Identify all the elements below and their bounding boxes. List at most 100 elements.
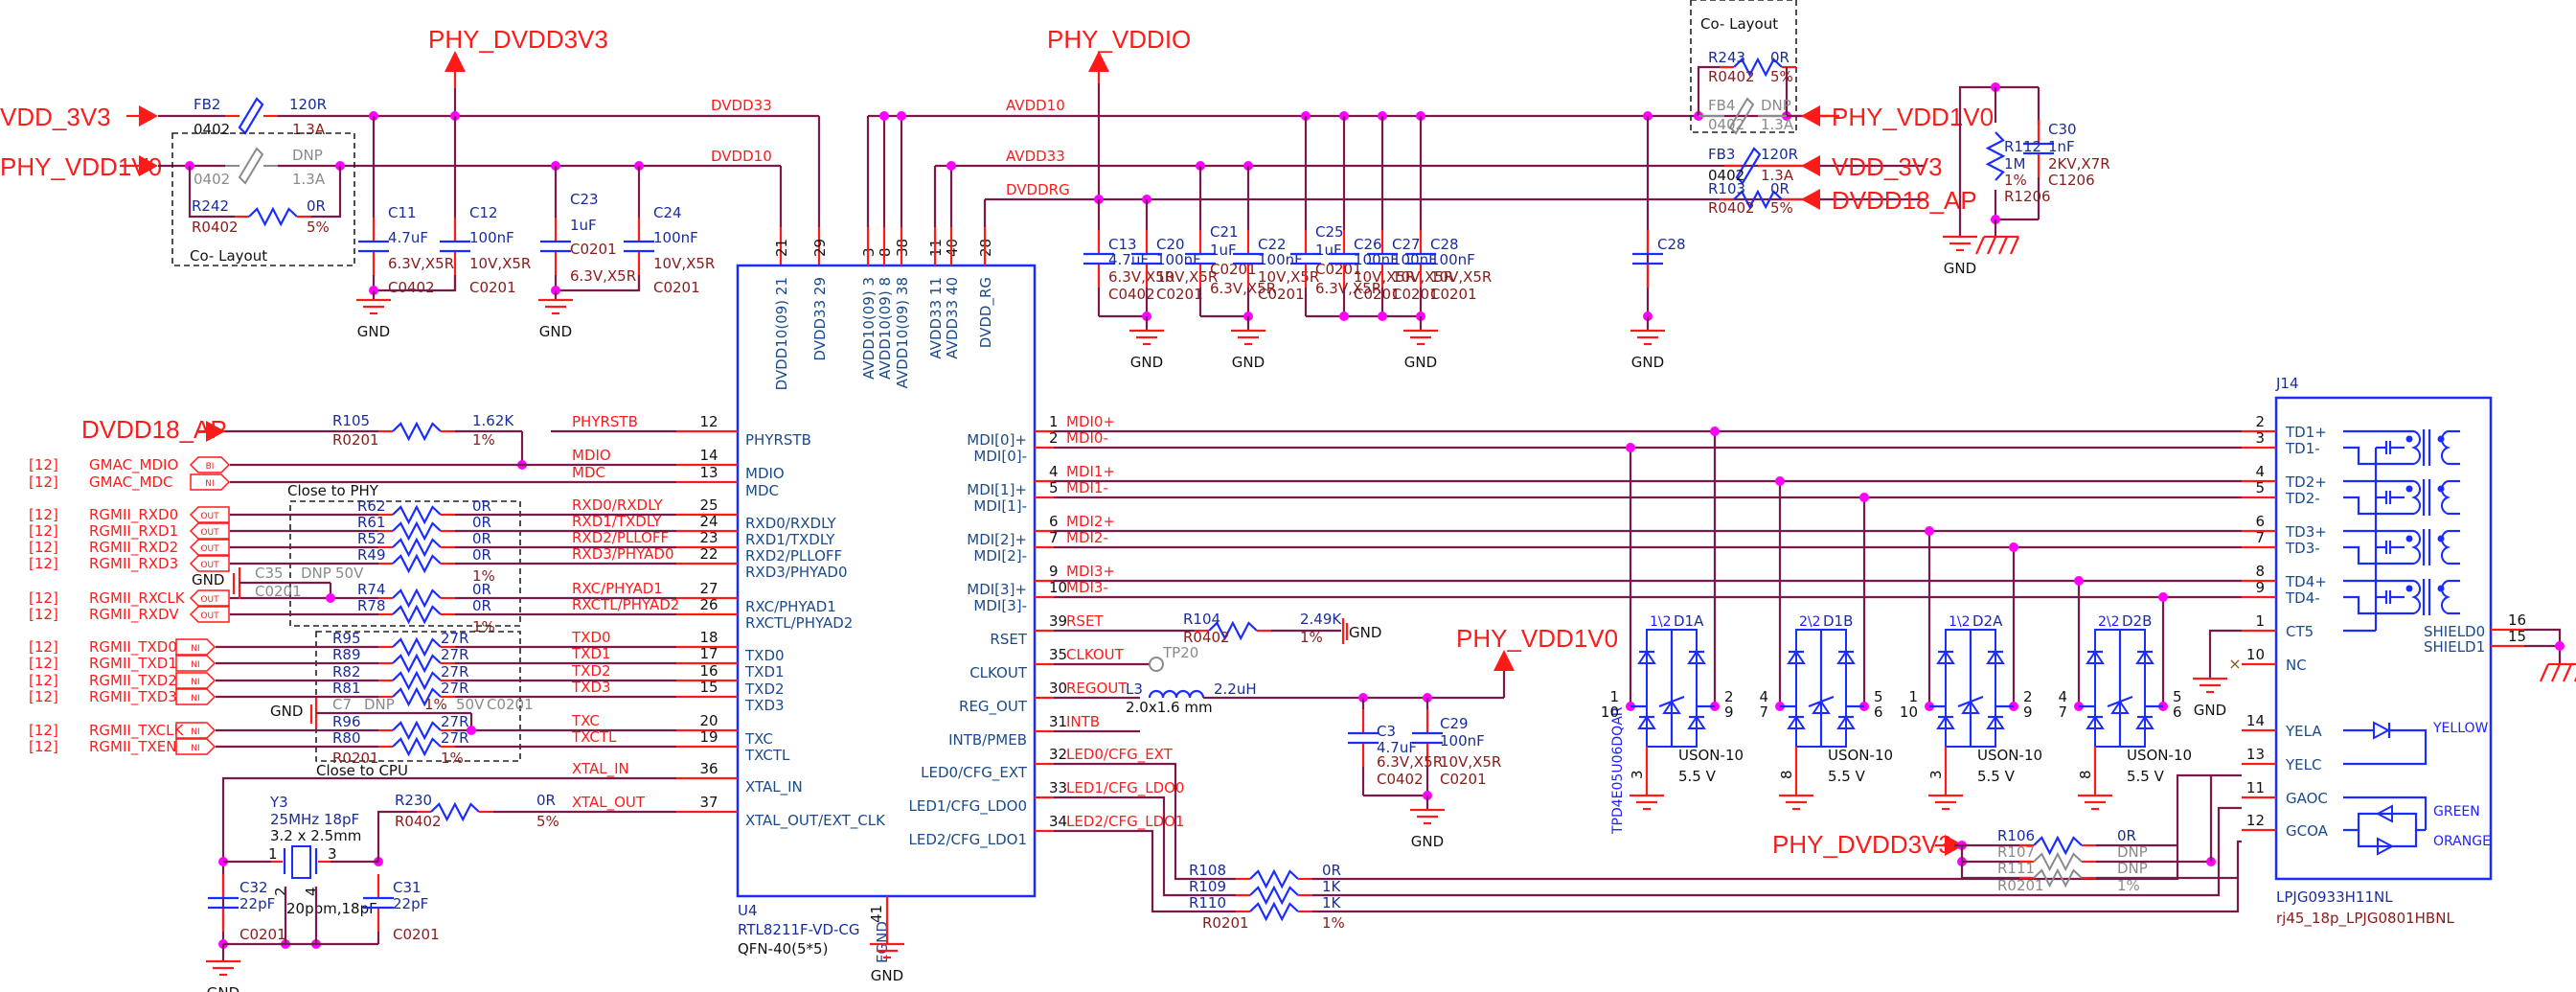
led-green-icon [2375, 804, 2393, 823]
signal-name: RGMII_TXD0 [89, 638, 177, 657]
r105-tol: 1% [472, 431, 495, 449]
left-net-label: MDIO [572, 447, 611, 464]
ground-icon: GND [870, 942, 904, 984]
c30-pkg: C1206 [2048, 172, 2095, 189]
rj45-body [2274, 396, 2493, 881]
r105-pkg: R0201 [332, 431, 379, 449]
capacitor-symbol [1290, 230, 1321, 288]
left-net-label: PHYRSTB [572, 413, 638, 430]
net-label-phy-dvdd3v3-bottom: PHY_DVDD3V3 [1772, 830, 1952, 859]
r103-symbol [1720, 189, 1796, 210]
tx-pin-name: TXCTL [744, 747, 790, 764]
ground-icon: GND [1231, 329, 1265, 371]
l3-value: 2.2uH [1214, 681, 1257, 698]
rx-resistor-value: 0R [472, 497, 491, 515]
wire [2107, 695, 2133, 708]
wire [1312, 773, 2242, 881]
tx-resistor-value: 27R [441, 646, 469, 663]
left-pin-name: XTAL_IN [745, 778, 803, 796]
tx-resistor-value: 27R [441, 729, 469, 747]
signal-name: RGMII_RXD2 [89, 539, 178, 557]
rx-net-label: RXD3/PHYAD0 [572, 545, 674, 563]
rx-resistor-ref: R78 [357, 597, 386, 614]
port-type: NI [191, 744, 199, 753]
tvs-part-number: TPD4E05U06DQAR [1610, 706, 1626, 835]
right-pin-number: 1 [1049, 413, 1059, 430]
cap-rating: 6.3V,X5R [570, 267, 636, 285]
cap-ref: C26 [1354, 236, 1382, 253]
cap-ref: C27 [1392, 236, 1421, 253]
cap-ref: C20 [1156, 236, 1185, 253]
rail-dvddrg: DVDDRG [1006, 181, 1070, 198]
junction-dot [1339, 311, 1349, 321]
port-out-icon: OUT [189, 506, 230, 523]
right-pin-name: INTB/PMEB [948, 731, 1027, 749]
left-pin-number: 37 [699, 794, 718, 811]
right-pin-name: RSET [990, 631, 1027, 648]
tvs-pin: 9 [1724, 704, 1734, 721]
c30-rating: 2KV,X7R [2048, 155, 2110, 173]
led-yellow-label: YELLOW [2432, 721, 2489, 736]
port-type: NI [191, 694, 199, 704]
junction-dot [946, 161, 956, 171]
port-type: NI [191, 678, 199, 687]
rx-resistor-value: 0R [472, 581, 491, 598]
right-pin-number: 31 [1049, 713, 1067, 730]
resistor-symbol [1985, 131, 2006, 181]
wire [2343, 728, 2428, 766]
ground-label: GND [1411, 833, 1444, 850]
top-pin-name: AVDD10(09) 8 [877, 277, 894, 380]
cap-pkg: C0201 [1210, 261, 1257, 278]
led-resistor-symbol [1236, 901, 1312, 922]
right-pin-number: 39 [1049, 612, 1067, 630]
c7-value: DNP [364, 696, 395, 713]
tx-resistor-symbol [378, 686, 455, 707]
c31-ref: C31 [393, 879, 422, 896]
cap-pkg: C0201 [653, 279, 700, 296]
tx-resistor-symbol [378, 670, 455, 691]
cap-pkg: C0201 [1354, 286, 1401, 303]
port-type: OUT [200, 544, 219, 554]
port-bi-icon: BI [189, 456, 231, 473]
right-pin-name: CLKOUT [969, 664, 1028, 681]
gnd-label: GND [192, 571, 224, 588]
wire [2357, 830, 2418, 848]
junction-dot [1378, 311, 1387, 321]
crystal-pin: 1 [268, 845, 278, 863]
port-type: BI [206, 462, 215, 472]
cap-value: 1uF [1210, 242, 1237, 259]
left-pin-number: 13 [699, 464, 718, 481]
port-type: OUT [200, 561, 219, 570]
ground-icon: GND [538, 298, 573, 340]
right-pin-name: MDI[3]+ [967, 581, 1027, 598]
wire [2343, 496, 2414, 516]
fb4-pkg: 0402 [1708, 116, 1744, 133]
bottom-pin-number: 41 [868, 905, 885, 923]
sheet-ref: [12] [29, 638, 58, 656]
ground-icon: GND [206, 959, 240, 992]
wire [1957, 695, 1984, 708]
ground-icon: GND [2193, 677, 2227, 719]
testpoint-label: TP20 [1162, 644, 1198, 661]
rail-avdd10: AVDD10 [1006, 97, 1065, 114]
led-yellow-icon [2373, 721, 2391, 740]
right-net-label: MDI2- [1066, 529, 1108, 546]
led-orange-icon [2377, 837, 2395, 856]
port-type: NI [191, 644, 199, 654]
sheet-ref: [12] [29, 672, 58, 689]
r112-ref: R112 [2004, 138, 2041, 155]
pullup-tol: 1% [2117, 877, 2140, 894]
cap-pkg: C0201 [1392, 286, 1439, 303]
tvs-pin: 9 [2023, 704, 2033, 721]
cap-pkg: C0201 [570, 241, 617, 258]
rx-pin-name: RXCTL/PHYAD2 [745, 614, 853, 632]
tvs-pin: 1 [1609, 688, 1619, 705]
rx-resistor-symbol [378, 537, 455, 558]
cap-rating: 6.3V,X5R [388, 255, 454, 272]
port-ni-icon: NI [175, 688, 217, 705]
right-net-label: RSET [1066, 612, 1104, 630]
ground-icon: GND [356, 298, 391, 340]
port-out-icon: OUT [189, 589, 230, 607]
